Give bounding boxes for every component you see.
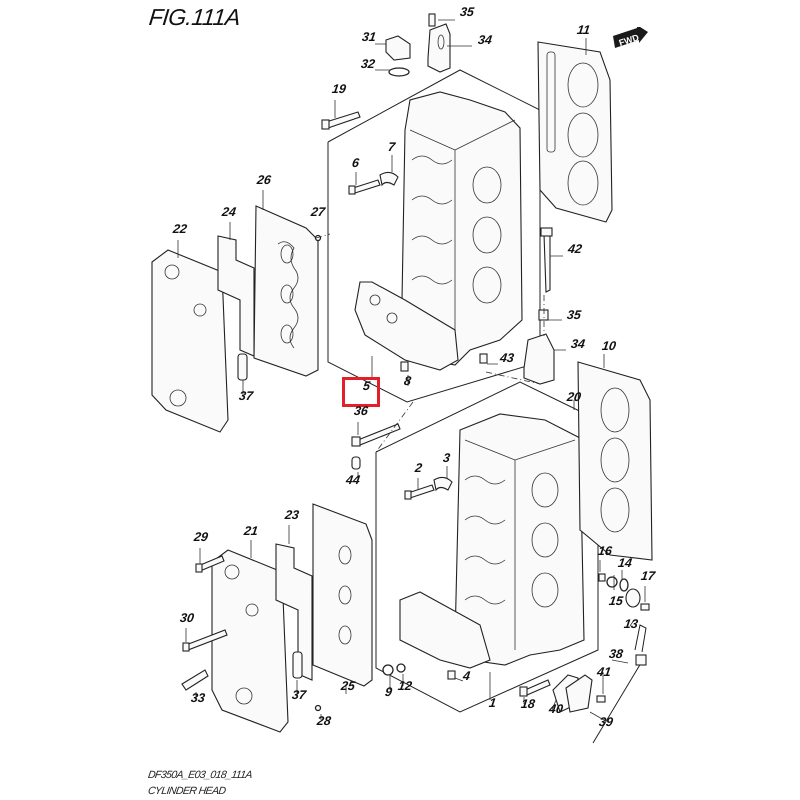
part-callout-13[interactable]: 13 [623,617,639,631]
leader-lines [177,19,646,721]
part-callout-30[interactable]: 30 [179,611,195,625]
part-callout-20[interactable]: 20 [566,390,582,404]
upper-cover-group [151,205,322,433]
part-callout-31[interactable]: 31 [361,30,377,44]
part-callout-35[interactable]: 35 [459,5,475,19]
part-callout-19[interactable]: 19 [331,82,347,96]
part-callout-10[interactable]: 10 [601,339,617,353]
part-callout-25[interactable]: 25 [340,679,356,693]
part-callout-24[interactable]: 24 [221,205,237,219]
upper-cylinder-head-group [321,13,613,403]
selected-part-highlight [342,377,380,407]
part-callout-15[interactable]: 15 [608,594,624,608]
fwd-direction-icon: FWD [613,27,648,48]
part-callout-37b[interactable]: 37 [291,688,307,702]
part-callout-29[interactable]: 29 [193,530,209,544]
part-callout-11[interactable]: 11 [576,23,592,37]
part-callout-41[interactable]: 41 [596,665,612,679]
diagram-name: CYLINDER HEAD [147,785,227,797]
part-callout-42[interactable]: 42 [567,242,583,256]
part-callout-22[interactable]: 22 [172,222,188,236]
part-callout-26[interactable]: 26 [256,173,272,187]
part-callout-12[interactable]: 12 [397,679,413,693]
part-callout-16[interactable]: 16 [597,544,613,558]
part-callout-27[interactable]: 27 [310,205,326,219]
part-callout-36[interactable]: 36 [353,404,369,418]
lower-cover-group [181,503,373,733]
part-callout-21[interactable]: 21 [243,524,259,538]
lower-cylinder-head-group [351,361,653,744]
part-callout-38[interactable]: 38 [608,647,624,661]
part-callout-34b[interactable]: 34 [570,337,586,351]
part-callout-18[interactable]: 18 [520,697,536,711]
part-callout-35b[interactable]: 35 [566,308,582,322]
part-callout-17[interactable]: 17 [640,569,656,583]
part-callout-39[interactable]: 39 [598,715,614,729]
part-callout-14[interactable]: 14 [617,556,633,570]
diagram-code: DF350A_E03_018_111A [147,769,253,781]
figure-title: FIG.111A [147,4,242,30]
part-callout-44[interactable]: 44 [345,473,361,487]
part-callout-40[interactable]: 40 [548,702,564,716]
part-callout-37[interactable]: 37 [238,389,254,403]
part-callout-34[interactable]: 34 [477,33,493,47]
part-callout-43[interactable]: 43 [499,351,515,365]
part-callout-28[interactable]: 28 [316,714,332,728]
part-callout-23[interactable]: 23 [284,508,300,522]
part-callout-32[interactable]: 32 [360,57,376,71]
part-callout-33[interactable]: 33 [190,691,206,705]
